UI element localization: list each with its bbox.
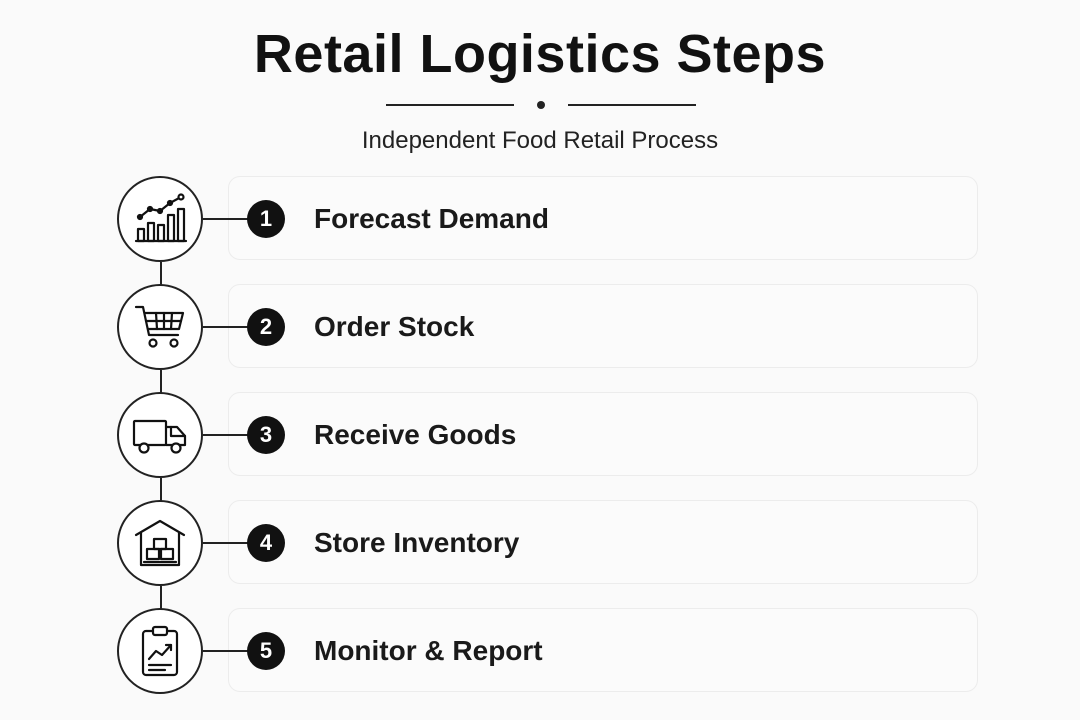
delivery-truck-icon <box>132 419 187 454</box>
page-subtitle: Independent Food Retail Process <box>361 127 719 154</box>
step-link-4 <box>203 542 249 544</box>
step-icon-circle-3 <box>117 392 203 478</box>
page-title: Retail Logistics Steps <box>253 24 827 84</box>
step-number-2: 2 <box>247 308 285 346</box>
step-card-3 <box>228 392 978 476</box>
step-card-2 <box>228 284 978 368</box>
step-icon-circle-5 <box>117 608 203 694</box>
step-card-5 <box>228 608 978 692</box>
step-icon-circle-2 <box>117 284 203 370</box>
step-label-1: Forecast Demand <box>314 203 549 234</box>
step-label-4: Store Inventory <box>314 527 520 558</box>
step-number-4: 4 <box>247 524 285 562</box>
shopping-cart-icon <box>134 305 185 348</box>
title-divider <box>386 101 696 109</box>
step-number-5: 5 <box>247 632 285 670</box>
step-link-3 <box>203 434 249 436</box>
clipboard-chart-icon <box>141 625 179 677</box>
step-link-2 <box>203 326 249 328</box>
step-number-3: 3 <box>247 416 285 454</box>
step-label-3: Receive Goods <box>314 419 517 450</box>
step-card-4 <box>228 500 978 584</box>
step-label-5: Monitor & Report <box>314 635 543 666</box>
step-link-1 <box>203 218 249 220</box>
step-label-2: Order Stock <box>314 311 475 342</box>
step-icon-circle-1 <box>117 176 203 262</box>
step-card-1 <box>228 176 978 260</box>
step-icon-circle-4 <box>117 500 203 586</box>
step-connector <box>160 586 162 610</box>
step-number-1: 1 <box>247 200 285 238</box>
warehouse-boxes-icon <box>134 519 186 567</box>
step-link-5 <box>203 650 249 652</box>
bar-chart-trend-icon <box>134 193 188 243</box>
step-connector <box>160 370 162 394</box>
step-connector <box>160 478 162 502</box>
step-connector <box>160 262 162 286</box>
